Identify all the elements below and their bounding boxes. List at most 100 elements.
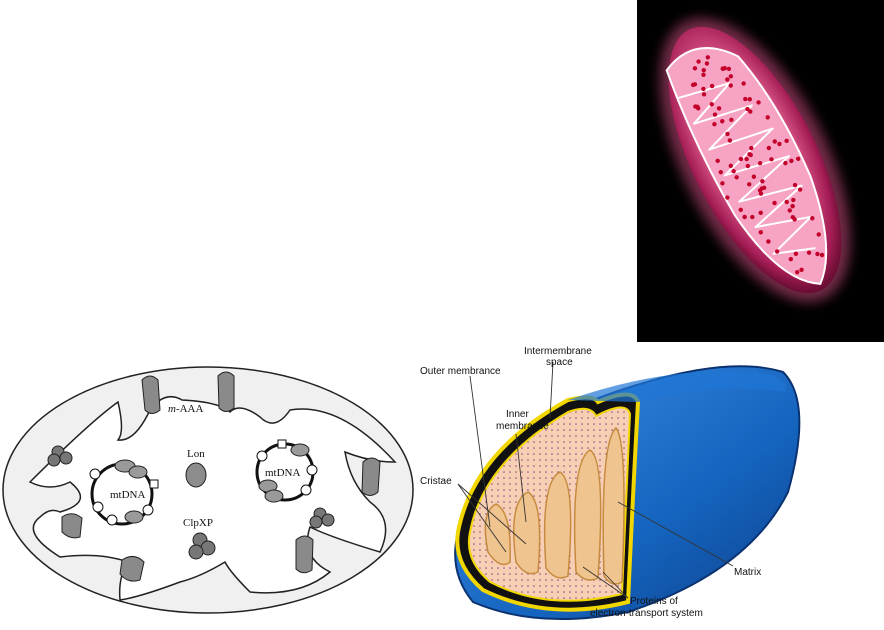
matrix-granule bbox=[731, 169, 736, 174]
matrix-granule bbox=[787, 208, 792, 213]
matrix-granule bbox=[772, 139, 777, 144]
matrix-granule bbox=[709, 102, 714, 107]
matrix-granule bbox=[810, 216, 815, 221]
matrix-granule bbox=[799, 267, 804, 273]
matrix-granule bbox=[791, 197, 796, 203]
matrix-granule bbox=[784, 199, 789, 205]
matrix-granule bbox=[795, 156, 801, 161]
matrix-granule bbox=[748, 109, 753, 114]
matrix-granule bbox=[701, 92, 707, 97]
glowing-mitochondrion-image bbox=[637, 0, 884, 342]
label-m-aaa-prefix: m bbox=[168, 403, 176, 415]
m-aaa-complex-1 bbox=[141, 375, 161, 414]
matrix-granule bbox=[789, 158, 794, 164]
matrix-granule bbox=[747, 152, 752, 157]
matrix-granule bbox=[819, 252, 825, 258]
matrix-granule bbox=[761, 185, 767, 190]
mtdna-binding-proteins bbox=[89, 439, 318, 526]
matrix-granule bbox=[715, 158, 720, 164]
leader-lines bbox=[457, 361, 734, 599]
outer-membrane-ridge bbox=[568, 371, 787, 402]
matrix-granule bbox=[750, 214, 755, 220]
matrix-granule bbox=[692, 66, 698, 71]
matrix-granule bbox=[790, 203, 795, 209]
matrix-granule bbox=[766, 239, 771, 244]
matrix-granule bbox=[760, 179, 765, 184]
matrix-granule bbox=[747, 97, 752, 102]
matrix-granule bbox=[725, 77, 730, 82]
matrix-granule bbox=[712, 112, 718, 117]
matrix-granule bbox=[734, 175, 739, 180]
matrix-granule bbox=[795, 269, 800, 275]
matrix-granule bbox=[712, 122, 717, 127]
matrix-granule bbox=[716, 106, 722, 111]
matrix-granule bbox=[729, 117, 734, 123]
matrix-granule bbox=[774, 249, 780, 254]
protease-diagram-svg: m-AAA Lon ClpXP mtDNA mtDNA bbox=[2, 366, 414, 614]
matrix-granules bbox=[690, 55, 825, 275]
matrix-granule bbox=[728, 74, 734, 79]
matrix-granule bbox=[777, 141, 782, 147]
matrix-granule bbox=[790, 214, 795, 220]
matrix-granule bbox=[728, 83, 733, 88]
matrix-granule bbox=[772, 200, 777, 206]
anatomy-diagram-svg: Intermembrane space Outer membrance Inne… bbox=[420, 346, 801, 621]
matrix-granule bbox=[758, 230, 763, 235]
m-aaa-protease-group bbox=[61, 371, 381, 582]
matrix-granule bbox=[705, 55, 711, 60]
matrix-granule bbox=[725, 131, 730, 137]
matrix-granule bbox=[692, 82, 698, 87]
matrix-granule bbox=[769, 157, 774, 162]
matrix-granule bbox=[728, 163, 734, 169]
matrix-granule bbox=[806, 250, 812, 255]
matrix-granule bbox=[726, 66, 732, 72]
matrix-granule bbox=[746, 182, 752, 187]
label-membrane: membrance bbox=[496, 421, 549, 432]
mitochondrion-anatomy-diagram: Intermembrane space Outer membrance Inne… bbox=[418, 332, 884, 630]
matrix-granule bbox=[701, 86, 706, 92]
m-aaa-complex-5 bbox=[119, 556, 145, 582]
matrix-granule bbox=[725, 195, 730, 200]
label-outer-membrane: Outer membrance bbox=[420, 366, 501, 377]
matrix-granule bbox=[742, 214, 747, 220]
matrix-granule bbox=[758, 210, 763, 215]
matrix-granule bbox=[793, 251, 799, 256]
cristae-folds bbox=[484, 426, 625, 585]
glow-cristae bbox=[678, 82, 816, 255]
m-aaa-complex-3 bbox=[361, 457, 381, 496]
matrix-granule bbox=[701, 72, 706, 77]
protease-diagram: m-AAA Lon ClpXP mtDNA mtDNA bbox=[0, 362, 418, 630]
mtdna-bound-proteases bbox=[114, 443, 310, 524]
matrix-granule bbox=[751, 174, 757, 179]
matrix-granule bbox=[738, 156, 744, 162]
matrix-granule bbox=[727, 138, 733, 143]
matrix-granule bbox=[720, 66, 725, 71]
matrix-granule bbox=[749, 145, 754, 151]
matrix-granule bbox=[816, 232, 821, 237]
matrix-granule bbox=[720, 119, 725, 124]
label-lon: Lon bbox=[187, 448, 205, 460]
matrix-granule bbox=[744, 156, 749, 162]
matrix-granule bbox=[758, 191, 764, 196]
label-mtdna-left: mtDNA bbox=[110, 489, 146, 501]
matrix-granule bbox=[745, 163, 751, 169]
lon-protease bbox=[185, 462, 207, 488]
matrix-granule bbox=[709, 83, 715, 89]
m-aaa-complex-2 bbox=[217, 371, 235, 412]
label-matrix: Matrix bbox=[734, 567, 761, 578]
matrix-granule bbox=[797, 187, 803, 192]
matrix-granule bbox=[783, 160, 788, 166]
label-m-aaa-suffix: -AAA bbox=[176, 403, 204, 415]
matrix-granule bbox=[788, 256, 794, 262]
matrix-granule bbox=[701, 67, 706, 73]
label-clpxp: ClpXP bbox=[183, 517, 213, 529]
matrix-granule bbox=[720, 181, 725, 186]
matrix-granule bbox=[792, 182, 798, 188]
matrix-granule bbox=[757, 161, 763, 166]
matrix-granule bbox=[704, 61, 710, 66]
label-cristae: Cristae bbox=[420, 476, 452, 487]
matrix-granule bbox=[718, 169, 723, 175]
label-electron-transport: electron-transport system bbox=[590, 608, 703, 619]
m-aaa-complex-6 bbox=[61, 513, 83, 539]
label-m-aaa: m-AAA bbox=[168, 403, 204, 415]
